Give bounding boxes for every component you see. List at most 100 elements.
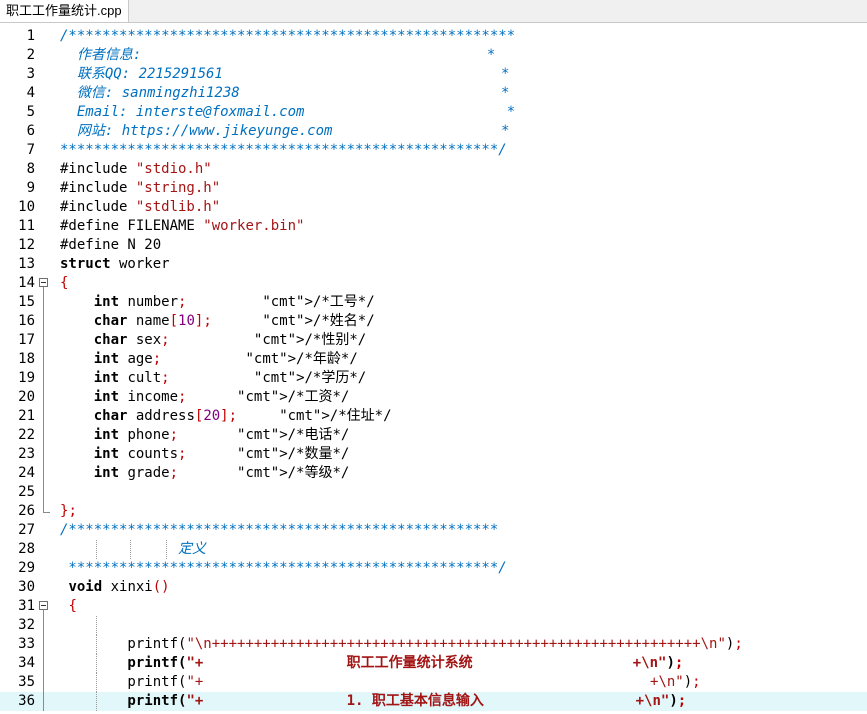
line-number: 9 bbox=[26, 180, 35, 196]
code-line[interactable]: 29 *************************************… bbox=[0, 559, 867, 578]
code-line[interactable]: 18 int age; "cmt">/*年龄*/ bbox=[0, 350, 867, 369]
fold-guide bbox=[38, 407, 52, 426]
code-text: printf("+ 职工工作量统计系统 +\n"); bbox=[60, 655, 684, 671]
fold-gutter bbox=[38, 84, 52, 103]
code-line[interactable]: 22 int phone; "cmt">/*电话*/ bbox=[0, 426, 867, 445]
code-line[interactable]: 9 #include "string.h" bbox=[0, 179, 867, 198]
line-number: 5 bbox=[26, 104, 35, 120]
code-text: 作者信息: * bbox=[60, 47, 496, 63]
code-line[interactable]: 15 int number; "cmt">/*工号*/ bbox=[0, 293, 867, 312]
code-text: printf("+ 1. 职工基本信息输入 +\n"); bbox=[60, 693, 687, 709]
line-number: 10 bbox=[18, 199, 35, 215]
fold-guide bbox=[38, 426, 52, 445]
fold-gutter bbox=[38, 255, 52, 274]
indent-guide bbox=[96, 635, 97, 654]
fold-guide bbox=[38, 445, 52, 464]
fold-toggle-icon[interactable] bbox=[39, 601, 48, 610]
code-text: { bbox=[60, 275, 69, 291]
code-line[interactable]: 33 printf("\n+++++++++++++++++++++++++++… bbox=[0, 635, 867, 654]
fold-gutter bbox=[38, 46, 52, 65]
code-line[interactable]: 24 int grade; "cmt">/*等级*/ bbox=[0, 464, 867, 483]
indent-guide bbox=[96, 654, 97, 673]
code-text: printf("\n++++++++++++++++++++++++++++++… bbox=[60, 636, 743, 652]
line-number: 35 bbox=[18, 674, 35, 690]
fold-guide bbox=[38, 654, 52, 673]
line-number: 20 bbox=[18, 389, 35, 405]
line-number: 33 bbox=[18, 636, 35, 652]
line-number: 11 bbox=[18, 218, 35, 234]
code-text: void xinxi() bbox=[68, 579, 170, 595]
line-number: 3 bbox=[26, 66, 35, 82]
fold-toggle-icon[interactable] bbox=[39, 278, 48, 287]
code-line[interactable]: 27/*************************************… bbox=[0, 521, 867, 540]
fold-gutter bbox=[38, 160, 52, 179]
code-line[interactable]: 1/**************************************… bbox=[0, 27, 867, 46]
fold-marker bbox=[38, 597, 52, 616]
fold-guide bbox=[38, 635, 52, 654]
code-line[interactable]: 32 bbox=[0, 616, 867, 635]
fold-gutter bbox=[38, 540, 52, 559]
code-line[interactable]: 12#define N 20 bbox=[0, 236, 867, 255]
code-text: #include "stdlib.h" bbox=[60, 199, 221, 215]
tab-bar: 职工工作量统计.cpp bbox=[0, 0, 867, 23]
code-line[interactable]: 30 void xinxi() bbox=[0, 578, 867, 597]
code-text: int age; "cmt">/*年龄*/ bbox=[93, 351, 358, 367]
line-number: 19 bbox=[18, 370, 35, 386]
code-line[interactable]: 23 int counts; "cmt">/*数量*/ bbox=[0, 445, 867, 464]
code-line[interactable]: 36 printf("+ 1. 职工基本信息输入 +\n"); bbox=[0, 692, 867, 711]
code-line[interactable]: 34 printf("+ 职工工作量统计系统 +\n"); bbox=[0, 654, 867, 673]
code-line[interactable]: 7***************************************… bbox=[0, 141, 867, 160]
fold-gutter bbox=[38, 141, 52, 160]
code-editor[interactable]: 1/**************************************… bbox=[0, 27, 867, 714]
line-number: 24 bbox=[18, 465, 35, 481]
code-line[interactable]: 2 作者信息: * bbox=[0, 46, 867, 65]
code-line[interactable]: 8#include "stdio.h" bbox=[0, 160, 867, 179]
line-number: 15 bbox=[18, 294, 35, 310]
indent-guide bbox=[96, 692, 97, 711]
code-line[interactable]: 3 联系QQ: 2215291561 * bbox=[0, 65, 867, 84]
code-line[interactable]: 31 { bbox=[0, 597, 867, 616]
fold-gutter bbox=[38, 198, 52, 217]
file-tab[interactable]: 职工工作量统计.cpp bbox=[0, 0, 129, 22]
code-text: ****************************************… bbox=[60, 560, 507, 576]
fold-guide bbox=[38, 483, 52, 502]
line-number: 31 bbox=[18, 598, 35, 614]
code-line[interactable]: 21 char address[20]; "cmt">/*住址*/ bbox=[0, 407, 867, 426]
fold-guide bbox=[38, 350, 52, 369]
code-line[interactable]: 26}; bbox=[0, 502, 867, 521]
code-line[interactable]: 10 #include "stdlib.h" bbox=[0, 198, 867, 217]
code-line[interactable]: 19 int cult; "cmt">/*学历*/ bbox=[0, 369, 867, 388]
line-number: 12 bbox=[18, 237, 35, 253]
fold-gutter bbox=[38, 521, 52, 540]
line-number: 22 bbox=[18, 427, 35, 443]
code-line[interactable]: 4 微信: sanmingzhi1238 * bbox=[0, 84, 867, 103]
code-line[interactable]: 28 定义 bbox=[0, 540, 867, 559]
code-line[interactable]: 25 bbox=[0, 483, 867, 502]
fold-gutter bbox=[38, 217, 52, 236]
code-line[interactable]: 11#define FILENAME "worker.bin" bbox=[0, 217, 867, 236]
code-line[interactable]: 20 int income; "cmt">/*工资*/ bbox=[0, 388, 867, 407]
code-line[interactable]: 16 char name[10]; "cmt">/*姓名*/ bbox=[0, 312, 867, 331]
indent-guide bbox=[96, 673, 97, 692]
line-number: 17 bbox=[18, 332, 35, 348]
code-text: int income; "cmt">/*工资*/ bbox=[93, 389, 350, 405]
line-number: 32 bbox=[18, 617, 35, 633]
fold-guide bbox=[38, 369, 52, 388]
code-line[interactable]: 17 char sex; "cmt">/*性别*/ bbox=[0, 331, 867, 350]
fold-marker bbox=[38, 274, 52, 293]
fold-gutter bbox=[38, 559, 52, 578]
code-text: struct worker bbox=[60, 256, 170, 272]
code-text: char address[20]; "cmt">/*住址*/ bbox=[93, 408, 392, 424]
code-line[interactable]: 6 网站: https://www.jikeyunge.com * bbox=[0, 122, 867, 141]
fold-guide bbox=[38, 293, 52, 312]
indent-guide bbox=[96, 540, 97, 559]
line-number: 28 bbox=[18, 541, 35, 557]
code-text: #include "string.h" bbox=[60, 180, 221, 196]
code-line[interactable]: 14{ bbox=[0, 274, 867, 293]
code-line[interactable]: 5 Email: interste@foxmail.com * bbox=[0, 103, 867, 122]
code-text: int number; "cmt">/*工号*/ bbox=[93, 294, 375, 310]
line-number: 29 bbox=[18, 560, 35, 576]
code-text: char name[10]; "cmt">/*姓名*/ bbox=[93, 313, 375, 329]
code-line[interactable]: 35 printf("+ +\n"); bbox=[0, 673, 867, 692]
